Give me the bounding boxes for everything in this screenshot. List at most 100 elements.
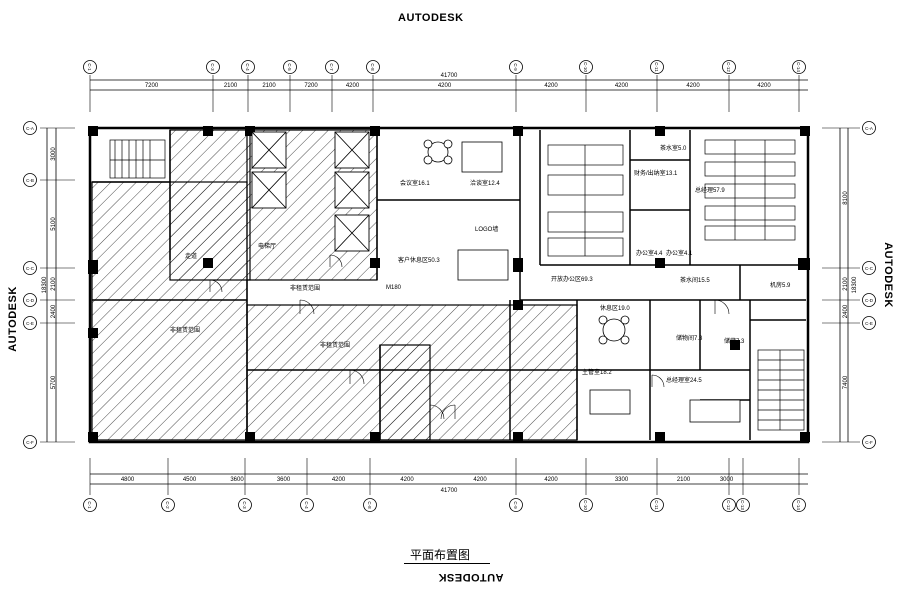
right-axis-bubble-label: C-E [865,321,873,326]
bottom-axis-bubble: C-4 [300,498,314,512]
meeting-tables [423,139,741,423]
right-span-label: 2100 [843,277,849,291]
bottom-axis-bubble-label: C-2 [165,501,170,509]
bottom-axis-bubble: C-8 [363,498,377,512]
bottom-span-label: 3300 [615,477,629,483]
room-office-44: 办公室4.4 [636,249,663,257]
bottom-axis-bubble-label: C-3 [242,501,247,509]
top-axis-bubble-label: C-3 [210,63,215,71]
bottom-span-label: 4800 [121,477,135,483]
bottom-axis-markers: C-1 C-2 C-3 C-4 C-8 C-9 C-10 C-11 C-12 C-13 C-14 48… [83,458,806,512]
top-total-label: 41700 [441,73,458,79]
interior-walls [92,130,806,440]
top-axis-bubble-label: C-12 [726,62,731,72]
bottom-axis-bubble: C-13 [736,498,750,512]
left-axis-bubble-label: C-E [26,321,34,326]
bottom-axis-bubble: C-11 [650,498,664,512]
right-axis-bubble-label: C-A [865,126,873,131]
bottom-span-label: 4200 [332,477,346,483]
left-span-label: 2100 [51,277,57,291]
right-span-label: 2400 [843,304,849,318]
top-axis-bubble: C-4 [241,60,255,74]
left-axis-bubble: C-F [23,435,37,449]
bottom-axis-bubble: C-3 [238,498,252,512]
top-axis-bubble-label: C-1 [87,63,92,71]
top-axis-bubble-label: C-5 [287,63,292,71]
left-axis-bubble: C-C [23,261,37,275]
right-span-label: 8100 [843,191,849,205]
top-axis-bubble: C-14 [792,60,806,74]
room-corridor: 走道 [185,252,197,260]
room-storage-a: 储物间7.3 [676,334,703,342]
bottom-axis-bubble-label: C-13 [740,500,745,510]
left-dimension-rail [46,128,57,442]
bottom-axis-bubble: C-2 [161,498,175,512]
top-span-label: 2100 [262,83,276,89]
bottom-axis-bubble: C-14 [792,498,806,512]
bottom-axis-bubble-label: C-9 [513,501,518,509]
stair-bottom-right [757,349,805,431]
label-m180: M180 [386,285,402,291]
bottom-axis-bubble: C-10 [579,498,593,512]
right-axis-bubble-label: C-D [865,298,874,303]
top-span-label: 4200 [615,83,629,89]
bottom-span-label: 4500 [183,477,197,483]
top-axis-bubble: C-7 [325,60,339,74]
top-axis-bubble: C-5 [283,60,297,74]
left-axis-markers: C-AC-BC-CC-DC-EC-F3000510021002400570018… [23,121,75,449]
bottom-axis-bubble-label: C-1 [87,501,92,509]
right-axis-bubble: C-A [862,121,876,135]
room-office-41: 办公室4.1 [666,249,693,257]
bottom-axis-bubble-label: C-8 [367,501,372,509]
top-dimension-rail [90,79,808,91]
bottom-total-label: 41700 [441,488,458,494]
right-axis-bubble-label: C-F [865,440,873,445]
outer-walls [88,126,810,444]
left-axis-bubble-label: C-C [26,266,35,271]
top-axis-bubble: C-3 [206,60,220,74]
bottom-axis-bubble-label: C-10 [583,500,588,510]
room-storage-b: 储藏7.3 [724,337,745,345]
top-span-label: 4200 [686,83,700,89]
room-lounge: 茶水间15.5 [680,276,710,284]
room-server: 机房5.9 [770,281,791,289]
top-axis-bubble: C-10 [579,60,593,74]
label-logo: LOGO墙 [475,225,498,233]
room-rest-area: 休息区19.0 [600,304,630,312]
room-shop-a: 非租赁范围 [170,326,200,334]
right-dimension-rail [839,128,849,442]
top-axis-bubble: C-8 [366,60,380,74]
watermark-top: AUTODESK [398,12,464,24]
top-axis-bubble-label: C-9 [513,63,518,71]
desk-clusters [547,139,796,257]
top-span-label: 7200 [304,83,318,89]
top-axis-bubble: C-11 [650,60,664,74]
top-axis-markers: C-1 C-3 C-4 C-5 C-7 C-8 C-9 C-10 C-11 C-12 C-14 720… [83,60,806,112]
right-span-label: 7400 [843,375,849,389]
top-span-label: 4200 [544,83,558,89]
bottom-span-label: 2100 [677,477,691,483]
room-shop-c: 非租赁范围 [290,284,320,292]
bottom-span-label: 3600 [277,477,291,483]
bottom-span-label: 4200 [544,477,558,483]
top-axis-bubble-label: C-14 [796,62,801,72]
top-span-label: 2100 [224,83,238,89]
room-finance: 财务/出纳室13.1 [634,169,678,177]
bottom-axis-bubble: C-1 [83,498,97,512]
bottom-axis-bubble: C-12 [722,498,736,512]
right-axis-bubble: C-C [862,261,876,275]
bottom-axis-bubble-label: C-4 [304,501,309,509]
left-total-label: 18300 [42,276,48,293]
left-axis-bubble-label: C-B [26,178,34,183]
room-reception: 客户休息区50.3 [398,256,440,264]
columns [88,126,810,442]
left-span-label: 3000 [51,147,57,161]
right-axis-bubble-label: C-C [865,266,874,271]
top-axis-bubble: C-12 [722,60,736,74]
left-span-label: 5700 [51,375,57,389]
right-axis-bubble: C-D [862,293,876,307]
stair-top-left [109,139,166,179]
left-axis-bubble: C-A [23,121,37,135]
bottom-axis-bubble-label: C-14 [796,500,801,510]
